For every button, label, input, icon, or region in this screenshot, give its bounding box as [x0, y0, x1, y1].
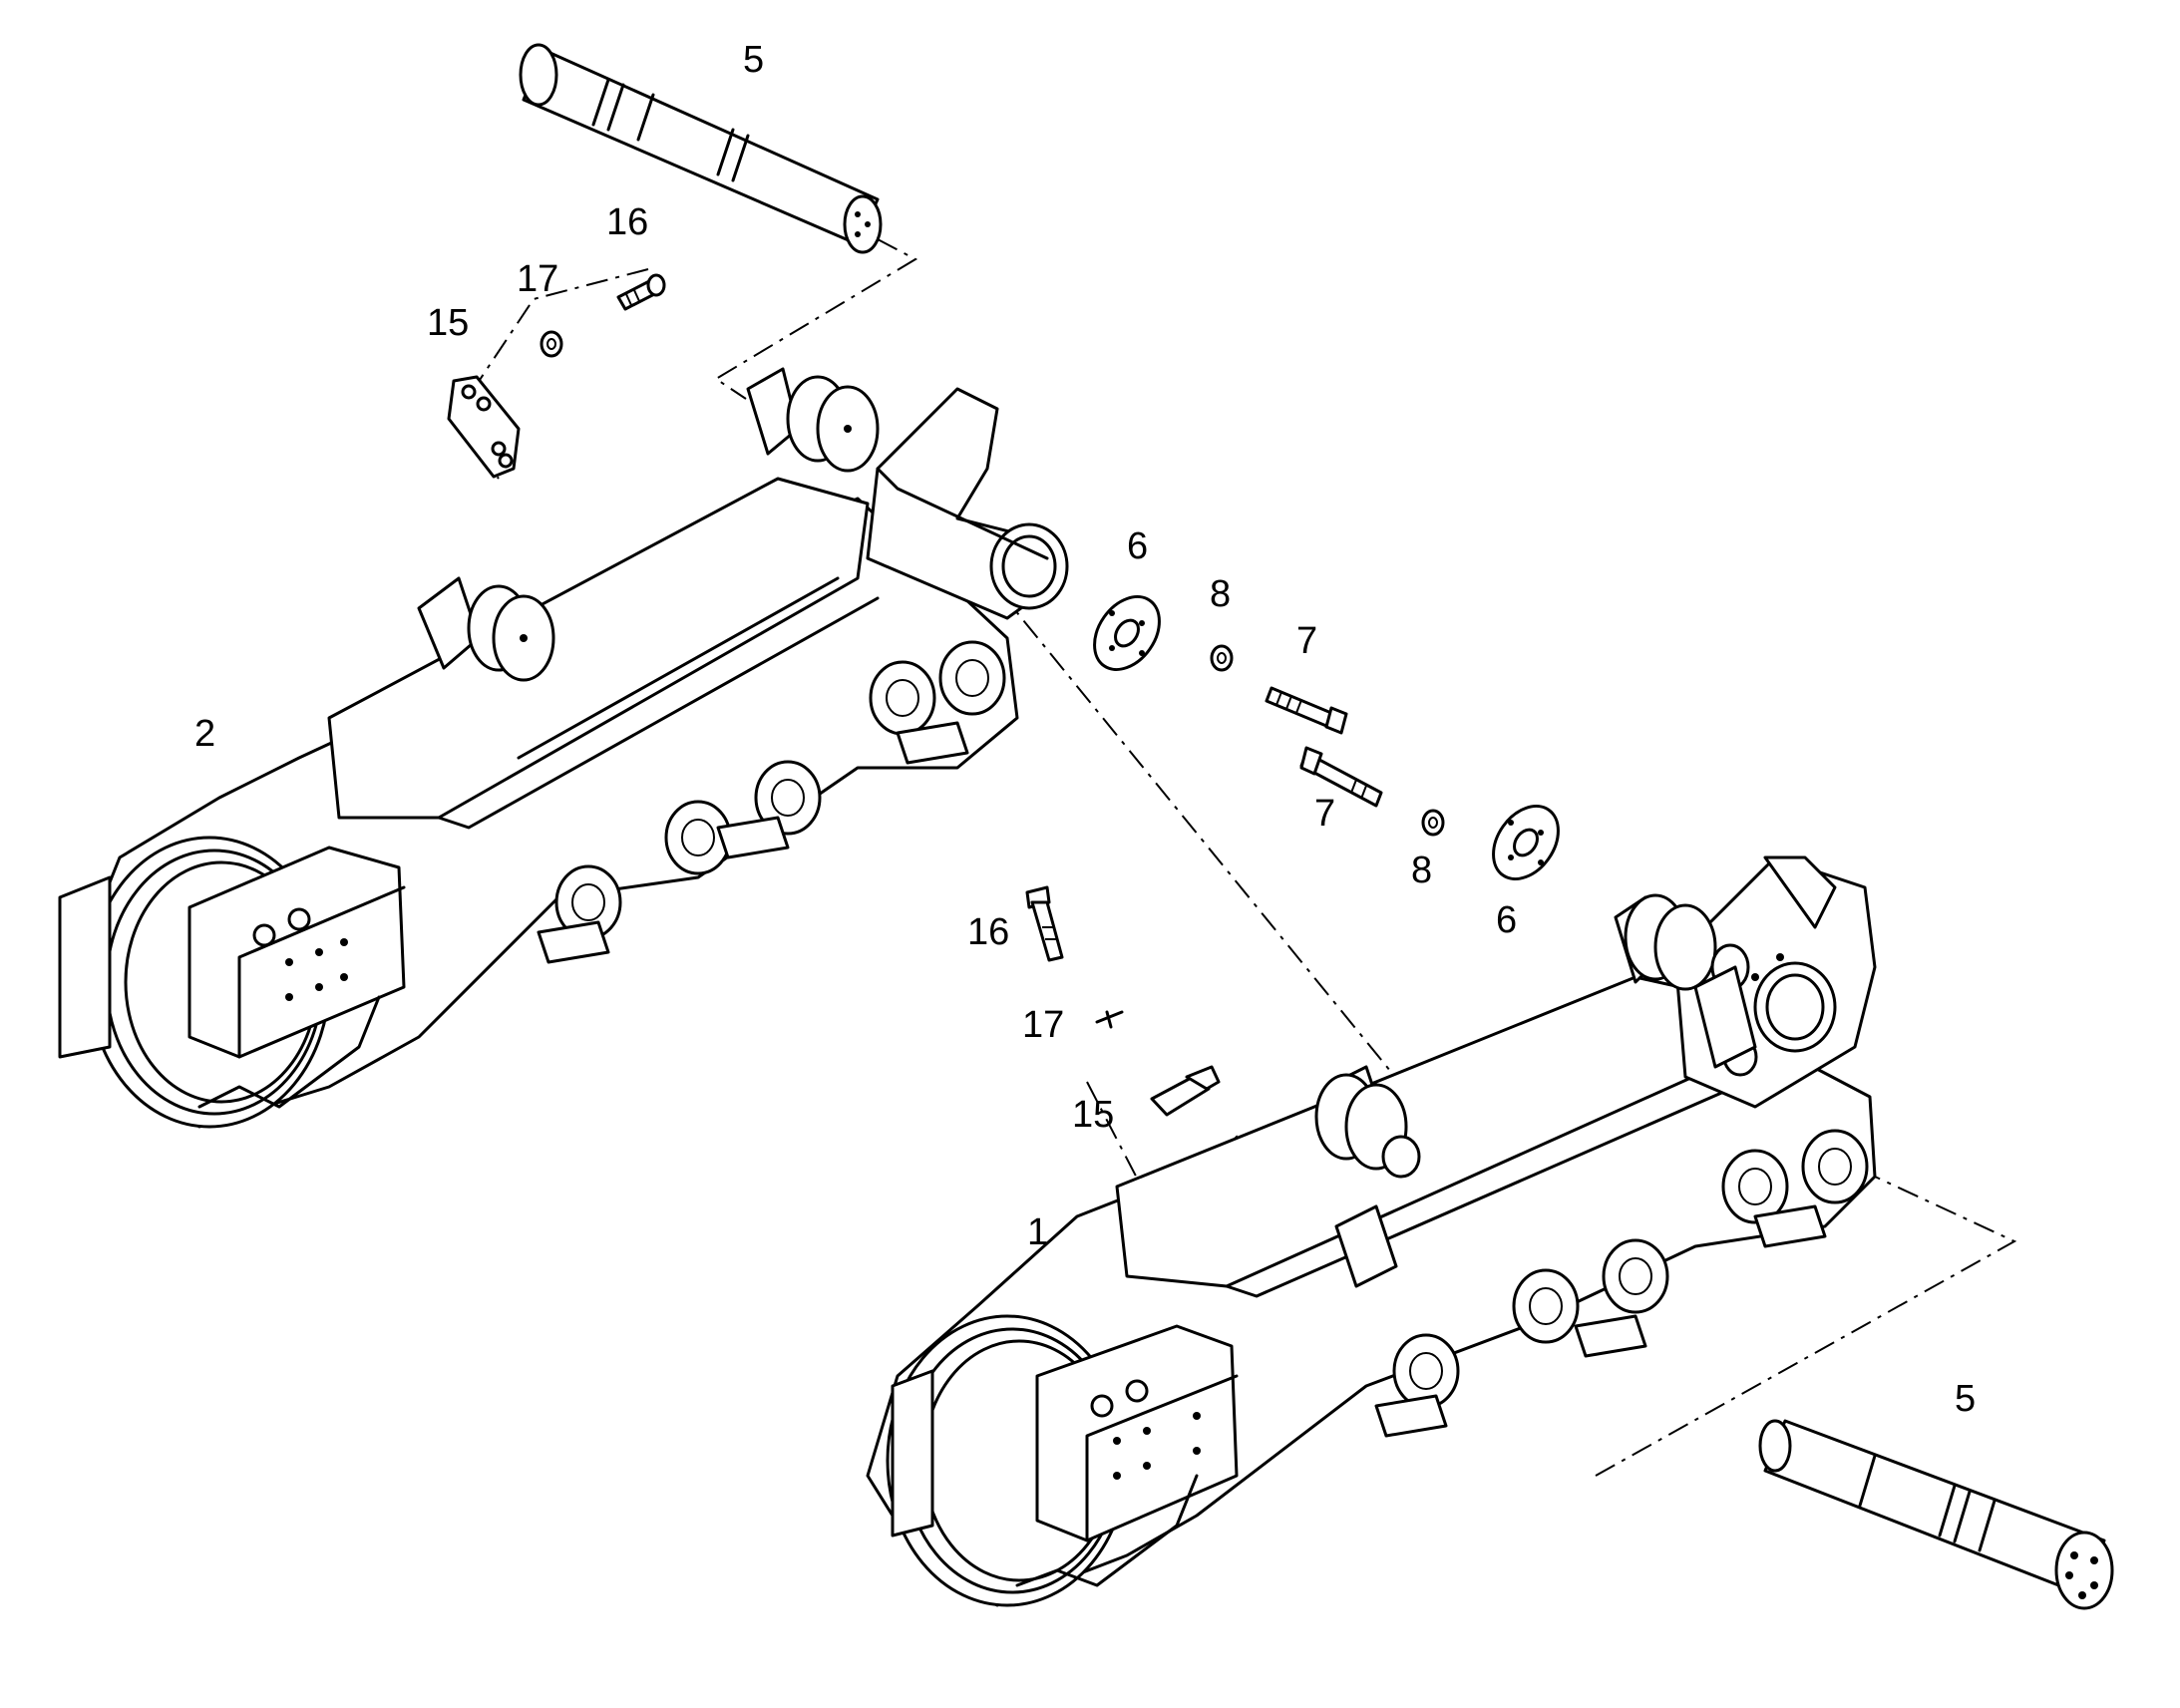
callout-15-top: 15	[427, 302, 469, 344]
bolt-part-7-top	[1265, 686, 1348, 735]
pin-part-5-bottom	[1758, 1419, 2114, 1610]
callout-16-bottom: 16	[967, 911, 1009, 953]
bolt-part-16-top	[616, 273, 666, 311]
bolt-part-16-bottom	[1025, 885, 1064, 962]
washer-part-6-top	[1093, 595, 1161, 671]
callout-7-top: 7	[1296, 620, 1317, 662]
pin-part-5-top	[519, 43, 883, 254]
callout-8-top: 8	[1210, 573, 1231, 615]
callout-17-top: 17	[517, 258, 558, 300]
callout-2: 2	[194, 713, 215, 755]
callout-17-bottom: 17	[1022, 1004, 1064, 1046]
track-rollers-1	[1374, 1129, 1869, 1438]
carrier-rollers-2	[417, 367, 880, 682]
callout-6-top: 6	[1127, 525, 1148, 567]
callout-5-top: 5	[743, 39, 764, 81]
carrier-rollers-1	[1314, 893, 1757, 1288]
track-frame-1	[866, 855, 1877, 1607]
callout-7-bottom: 7	[1314, 793, 1335, 835]
callout-1: 1	[1027, 1211, 1048, 1253]
washer-part-17-top	[540, 330, 563, 358]
track-frame-2	[58, 367, 1069, 1129]
idler-wheel-1	[886, 1314, 1239, 1607]
callout-8-bottom: 8	[1411, 850, 1432, 891]
bolt-part-7-bottom	[1299, 746, 1383, 808]
washer-part-6-bottom	[1492, 805, 1560, 880]
plate-part-15-top	[447, 375, 521, 479]
callout-16-top: 16	[606, 201, 648, 243]
idler-wheel-2	[58, 836, 406, 1129]
callout-5-bottom: 5	[1955, 1378, 1976, 1420]
callout-15-bottom: 15	[1072, 1094, 1114, 1136]
washer-part-17-bottom	[1095, 1010, 1124, 1029]
lock-washer-part-8-top	[1210, 644, 1234, 672]
callout-labels: 2 5 16 17 15 6 8 7 7 8 6 16 17 15 1 5	[194, 39, 1976, 1420]
plate-part-15-bottom	[1150, 1065, 1221, 1117]
track-rollers-2	[537, 640, 1006, 964]
lock-washer-part-8-bottom	[1421, 809, 1445, 837]
callout-6-bottom: 6	[1496, 899, 1517, 941]
